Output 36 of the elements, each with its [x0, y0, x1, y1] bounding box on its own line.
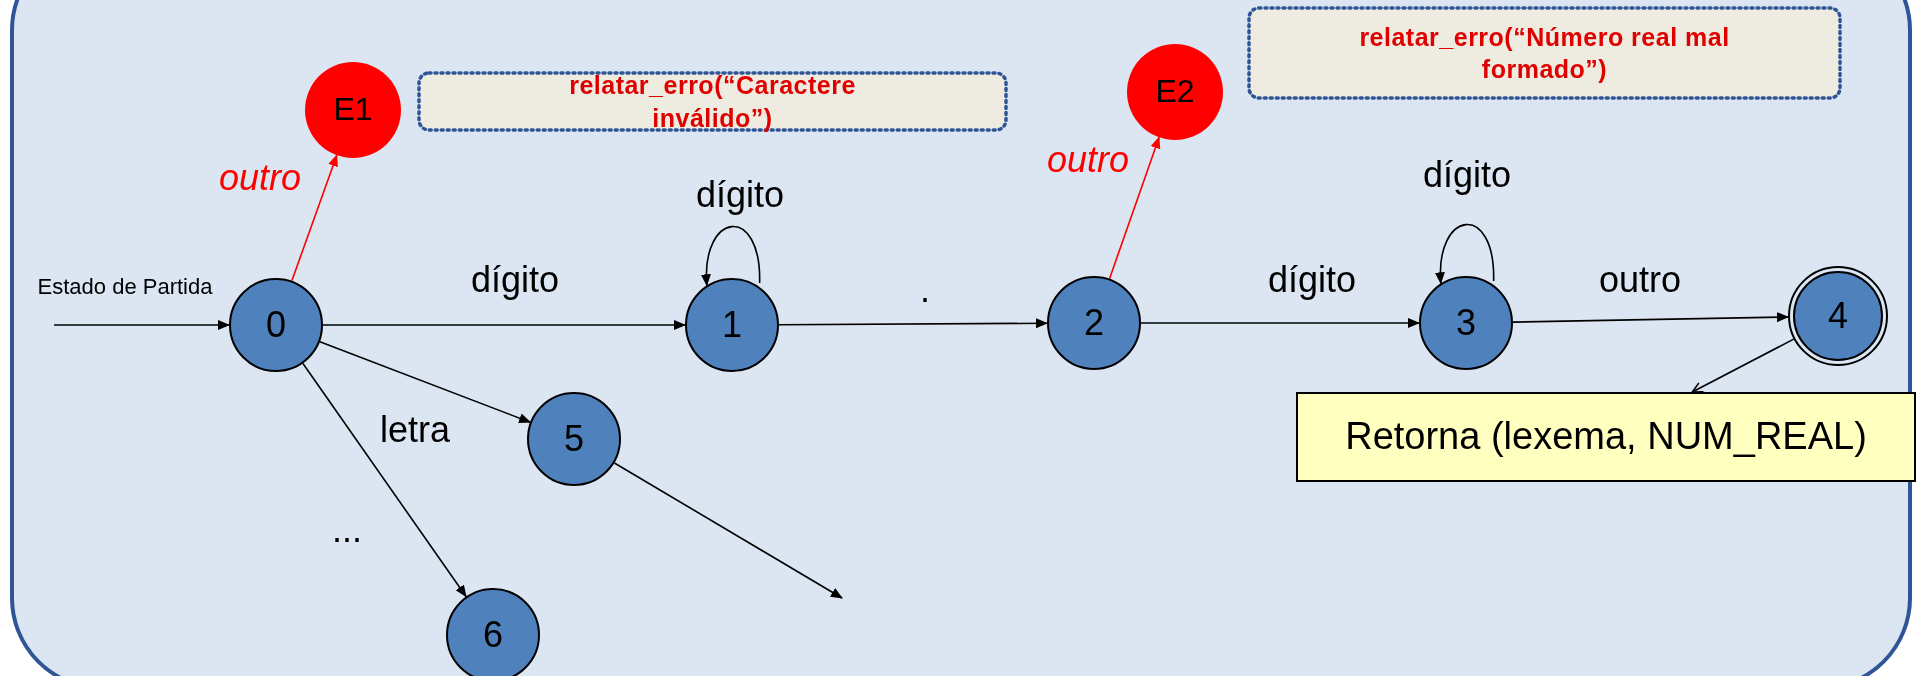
- transition-arrow: [319, 341, 532, 423]
- self-loop-arrow: [701, 225, 761, 287]
- error-state-circle: [305, 62, 401, 158]
- return-note: [1296, 392, 1916, 482]
- state-label: 2: [1084, 300, 1104, 345]
- state-circle: [1047, 276, 1141, 370]
- state-label: 3: [1456, 300, 1476, 345]
- state-label: 5: [564, 416, 584, 461]
- state-circle: [527, 392, 621, 486]
- state-circle: [685, 278, 779, 372]
- state-label: E2: [1155, 72, 1195, 112]
- transition-arrow: [778, 318, 1048, 329]
- transition-arrow: [322, 320, 686, 330]
- state-label: 0: [266, 302, 286, 347]
- transition-arrow: [1108, 136, 1161, 280]
- note-text: relatar_erro(“Número real mal formado”): [1358, 21, 1731, 85]
- state-label: 4: [1828, 293, 1848, 338]
- error-state-circle: [1127, 44, 1223, 140]
- state-circle: [229, 278, 323, 372]
- state-label: 6: [483, 612, 503, 657]
- self-loop-arrow: [1435, 223, 1495, 285]
- transition-arrow: [1512, 312, 1789, 323]
- accepting-state-circle: [1788, 266, 1888, 366]
- pointer-arrow: [1691, 338, 1795, 393]
- error-note: [1247, 6, 1842, 100]
- state-circle: [1419, 276, 1513, 370]
- state-label: E1: [333, 90, 373, 130]
- transition-arrow: [302, 362, 467, 598]
- transition-arrow: [291, 154, 338, 282]
- state-label: 1: [722, 302, 742, 347]
- transition-arrow: [53, 320, 230, 330]
- transition-arrow: [613, 462, 843, 599]
- note-text: relatar_erro(“Caractere inválido”): [568, 70, 857, 134]
- transition-arrow: [1140, 318, 1420, 328]
- error-note: [417, 71, 1008, 132]
- note-text: Retorna (lexema, NUM_REAL): [1345, 414, 1867, 460]
